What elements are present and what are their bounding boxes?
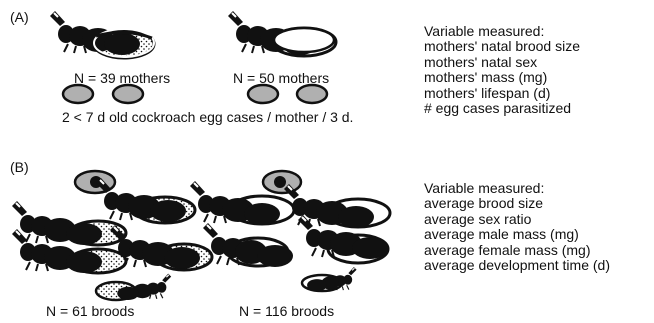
panel-a-variable: mothers' mass (mg) bbox=[424, 70, 580, 85]
panel-a-variable: mothers' natal sex bbox=[424, 55, 580, 70]
panel-a-right-wasp-icon bbox=[228, 11, 336, 56]
panel-b-variable: average brood size bbox=[424, 196, 610, 211]
panel-a-variables: Variable measured: mothers' natal brood … bbox=[424, 24, 580, 116]
panel-a-label: (A) bbox=[10, 9, 29, 25]
panel-a-variable: mothers' lifespan (d) bbox=[424, 86, 580, 101]
egg-case-icon bbox=[113, 85, 143, 103]
panel-a-left-wasp-icon bbox=[50, 11, 154, 58]
panel-b-variable: average male mass (mg) bbox=[424, 227, 610, 242]
panel-a-variable: # egg cases parasitized bbox=[424, 101, 580, 116]
panel-b-left-n: N = 61 broods bbox=[46, 303, 134, 319]
panel-b-right-broods bbox=[190, 181, 390, 291]
panel-b-variables-title: Variable measured: bbox=[424, 181, 610, 196]
panel-a-host-caption: 2 < 7 d old cockroach egg cases / mother… bbox=[62, 109, 353, 125]
panel-b-parasitized-egg-case-right bbox=[263, 171, 301, 193]
panel-b-label: (B) bbox=[10, 159, 29, 175]
panel-a-variable: mothers' natal brood size bbox=[424, 39, 580, 54]
panel-b-right-n: N = 116 broods bbox=[239, 303, 334, 319]
panel-b-left-broods bbox=[12, 178, 212, 300]
panel-b-variable: average development time (d) bbox=[424, 258, 610, 273]
panel-a-right-n: N = 50 mothers bbox=[233, 70, 329, 86]
egg-case-icon bbox=[63, 85, 93, 103]
panel-b-variables: Variable measured: average brood size av… bbox=[424, 181, 610, 273]
panel-b-variable: average sex ratio bbox=[424, 212, 610, 227]
panel-b-variable: average female mass (mg) bbox=[424, 243, 610, 258]
egg-case-icon bbox=[248, 85, 278, 103]
panel-a-left-n: N = 39 mothers bbox=[74, 70, 170, 86]
panel-a-egg-cases bbox=[63, 85, 327, 103]
panel-a-variables-title: Variable measured: bbox=[424, 24, 580, 39]
egg-case-icon bbox=[297, 85, 327, 103]
